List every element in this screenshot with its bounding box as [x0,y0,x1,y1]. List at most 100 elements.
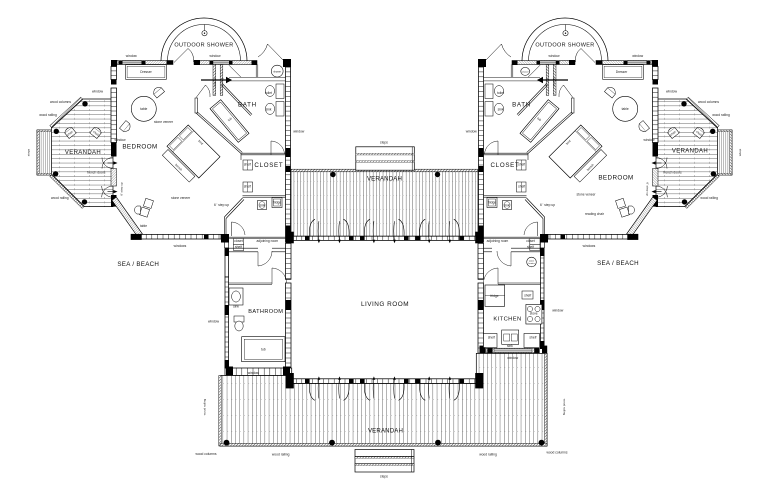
svg-text:toilet: toilet [497,91,504,95]
svg-text:BEDROOM: BEDROOM [598,175,633,182]
svg-text:BATH: BATH [238,102,257,109]
svg-text:sink: sink [507,344,513,348]
svg-text:adjoining room: adjoining room [487,239,509,243]
svg-text:stone veneer: stone veneer [576,193,596,197]
svg-text:shower: shower [522,70,529,73]
svg-text:table: table [622,107,629,111]
svg-text:window: window [248,371,260,375]
svg-text:adjoining room: adjoining room [256,239,278,243]
svg-text:wood columns: wood columns [50,100,71,104]
svg-text:LIVING ROOM: LIVING ROOM [361,301,409,308]
svg-text:window: window [466,130,478,134]
svg-text:sink: sink [266,108,272,112]
svg-text:45 min: 45 min [220,77,224,87]
svg-text:water: water [529,260,535,263]
svg-text:BATH: BATH [512,102,531,109]
svg-text:fridge: fridge [273,201,281,205]
svg-text:bed: bed [197,139,204,146]
svg-text:sink: sink [259,203,265,207]
svg-text:fridge: fridge [490,294,498,298]
svg-text:window: window [552,309,564,313]
svg-text:window: window [507,356,519,360]
svg-text:wood railing: wood railing [712,113,730,117]
svg-text:tub: tub [536,116,542,122]
svg-text:chair: chair [92,130,100,137]
svg-text:shelf: shelf [518,163,525,167]
svg-text:wood columns: wood columns [546,451,567,455]
svg-text:shelf: shelf [527,245,534,249]
svg-text:OUTDOOR SHOWER: OUTDOOR SHOWER [535,43,594,49]
svg-text:steps: steps [27,148,31,156]
svg-text:french doors: french doors [87,171,106,175]
svg-text:bed: bed [565,139,572,146]
svg-text:window: window [644,138,656,142]
svg-text:wood railing: wood railing [563,399,567,416]
svg-text:steps: steps [739,149,743,157]
svg-text:VERANDAH: VERANDAH [672,149,708,155]
svg-text:window: window [126,54,138,58]
svg-text:window: window [293,130,305,134]
svg-text:bench: bench [174,163,183,172]
svg-text:toilet: toilet [265,91,272,95]
svg-text:window: window [666,90,678,94]
svg-text:6' step up: 6' step up [646,182,650,196]
svg-text:CLOSET: CLOSET [491,162,520,169]
svg-text:wood columns: wood columns [698,100,719,104]
svg-text:wood railing: wood railing [51,196,69,200]
svg-text:VERANDAH: VERANDAH [65,150,101,156]
svg-text:window: window [208,320,220,324]
svg-text:window: window [632,54,644,58]
svg-text:shelf: shelf [244,163,251,167]
svg-text:chair: chair [66,130,74,137]
svg-text:window: window [115,138,127,142]
svg-text:window: window [549,54,561,58]
svg-text:tub: tub [261,348,266,352]
svg-text:chair: chair [669,130,677,137]
svg-text:wood railing: wood railing [203,398,207,415]
svg-text:reading chair: reading chair [585,212,605,216]
svg-text:stone veneer: stone veneer [154,120,174,124]
svg-text:Dresser: Dresser [140,70,152,74]
svg-text:chair: chair [695,130,703,137]
svg-text:wood railing: wood railing [700,196,718,200]
svg-text:shelf: shelf [488,336,495,340]
svg-text:table: table [140,224,147,228]
svg-text:6 ' step up: 6 ' step up [540,203,555,207]
svg-text:steps: steps [380,475,388,479]
svg-text:fridge: fridge [488,201,496,205]
svg-text:closet: closet [526,239,535,243]
svg-text:heater: heater [528,262,534,265]
svg-text:stone veneer: stone veneer [171,196,191,200]
svg-text:sink: sink [504,203,510,207]
svg-text:bench: bench [586,163,595,172]
svg-text:VERANDAH: VERANDAH [367,176,402,183]
svg-text:KITCHEN: KITCHEN [493,316,521,322]
svg-text:shelf: shelf [524,294,531,298]
svg-text:stove: stove [530,312,538,316]
svg-text:windows: windows [174,244,187,248]
svg-text:45 min: 45 min [552,77,556,87]
svg-text:wood railing: wood railing [272,453,290,457]
svg-text:6' step up: 6' step up [120,182,124,196]
svg-text:SEA / BEACH: SEA / BEACH [597,260,639,267]
svg-text:CLOSET: CLOSET [254,162,283,169]
svg-text:sink: sink [233,305,239,309]
svg-text:45 min: 45 min [213,77,217,87]
svg-text:45 min: 45 min [545,77,549,87]
svg-text:wood railing: wood railing [39,113,57,117]
svg-text:shower: shower [273,70,281,73]
svg-text:wood columns: wood columns [195,452,216,456]
svg-text:steps: steps [380,140,388,144]
svg-text:BATHROOM: BATHROOM [248,309,283,315]
svg-text:SEA / BEACH: SEA / BEACH [117,261,159,268]
svg-text:VERANDAH: VERANDAH [368,428,403,435]
svg-text:shelf: shelf [529,336,536,340]
svg-text:6 ' step up: 6 ' step up [214,203,229,207]
svg-text:Dresser: Dresser [616,70,628,74]
svg-text:wood railing: wood railing [479,453,497,457]
svg-text:tub: tub [227,116,233,122]
svg-text:shelf: shelf [518,185,525,189]
svg-text:OUTDOOR SHOWER: OUTDOOR SHOWER [174,43,233,49]
svg-text:BEDROOM: BEDROOM [122,144,157,151]
svg-text:shelf: shelf [244,185,251,189]
